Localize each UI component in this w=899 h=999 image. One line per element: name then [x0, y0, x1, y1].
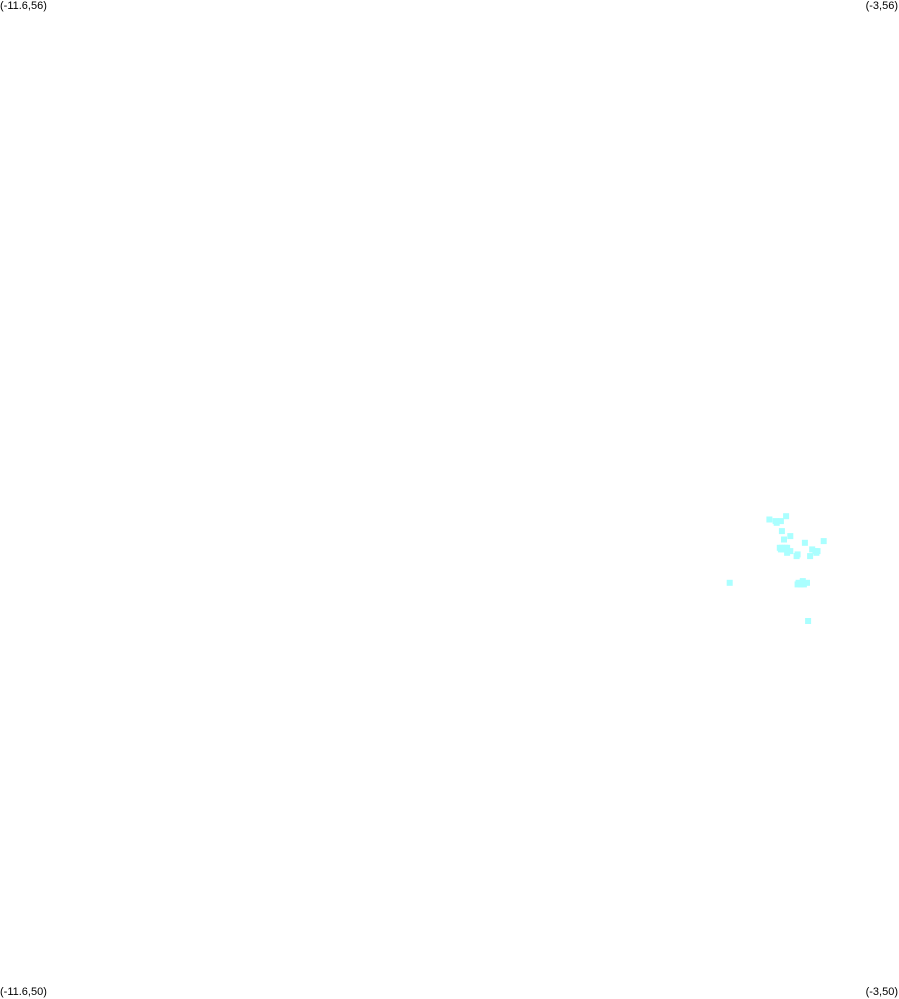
map-point	[726, 579, 733, 586]
corner-label-top-left: (-11.6,56)	[0, 0, 47, 12]
map-point	[794, 581, 801, 588]
map-point	[783, 513, 790, 520]
map-point	[787, 533, 794, 540]
map-point	[780, 546, 786, 553]
map-point	[766, 516, 773, 523]
map-point	[787, 548, 794, 555]
map-point	[804, 579, 810, 586]
map-point	[784, 544, 791, 551]
map-point	[778, 528, 785, 535]
map-point	[814, 548, 821, 555]
corner-label-bottom-right: (-3,50)	[865, 986, 898, 998]
map-point	[809, 546, 816, 553]
corner-label-bottom-left: (-11.6,50)	[0, 986, 47, 998]
map-point	[798, 579, 805, 586]
map-point	[777, 518, 784, 525]
map-point	[773, 519, 780, 526]
map-point	[805, 618, 812, 624]
map-point	[794, 551, 801, 558]
map-point	[820, 538, 827, 545]
map-point	[781, 536, 787, 543]
corner-label-top-right: (-3,56)	[865, 0, 898, 12]
map-point	[801, 539, 808, 546]
map-point	[784, 549, 791, 556]
map-point	[807, 553, 814, 560]
